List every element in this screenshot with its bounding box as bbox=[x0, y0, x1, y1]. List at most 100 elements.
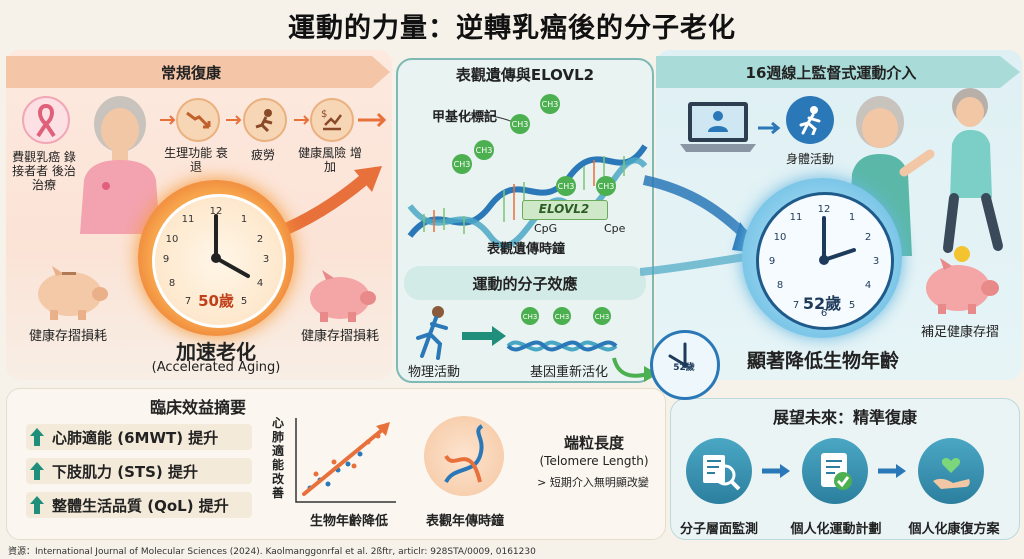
accelerated-aging-subtitle: (Accelerated Aging) bbox=[151, 360, 281, 375]
svg-text:11: 11 bbox=[790, 212, 803, 223]
factor-label-function: 生理功能 衰退 bbox=[164, 146, 228, 174]
benefit-item-cardio: 心肺適能 (6MWT) 提升 bbox=[30, 424, 218, 450]
fatigued-person-icon bbox=[243, 98, 287, 142]
svg-text:3: 3 bbox=[263, 254, 269, 265]
svg-text:CH3: CH3 bbox=[555, 313, 570, 321]
older-woman-figure bbox=[80, 96, 160, 234]
svg-text:$: $ bbox=[321, 109, 327, 120]
elovl2-gene-label: ELOVL2 bbox=[538, 202, 590, 216]
benefit-item-qol: 整體生活品質 (QoL) 提升 bbox=[30, 492, 229, 518]
pink-ribbon-icon bbox=[22, 96, 70, 144]
declining-chart-icon bbox=[176, 98, 220, 142]
svg-text:6: 6 bbox=[821, 308, 827, 319]
physical-activity-label: 物理活動 bbox=[407, 365, 460, 380]
money-risk-icon: $ bbox=[310, 98, 354, 142]
telomere-note: > 短期介入無明顯改變 bbox=[537, 476, 649, 489]
svg-text:11: 11 bbox=[182, 214, 195, 225]
piggy-bank-right-icon bbox=[310, 270, 376, 322]
svg-text:2: 2 bbox=[865, 232, 871, 243]
svg-text:4: 4 bbox=[257, 278, 263, 289]
telomere-title: 端粒長度 bbox=[563, 434, 624, 452]
benefit-text-qol: 整體生活品質 (QoL) 提升 bbox=[52, 496, 229, 515]
svg-text:1: 1 bbox=[849, 212, 855, 223]
running-activity-icon bbox=[786, 96, 834, 144]
effect-banner-label: 運動的分子效應 bbox=[472, 274, 578, 293]
methylation-label: 甲基化標記 bbox=[432, 110, 498, 125]
svg-text:2: 2 bbox=[257, 234, 263, 245]
future-title: 展望未來：精準復康 bbox=[772, 408, 917, 427]
future-arrow-2 bbox=[878, 464, 906, 478]
svg-text:7: 7 bbox=[793, 300, 799, 311]
reactivated-dna-icon: CH3 CH3 CH3 bbox=[506, 307, 618, 352]
svg-text:5: 5 bbox=[241, 296, 247, 307]
trend-x-label: 生物年齡降低 bbox=[309, 514, 388, 529]
trend-y-label: 心肺適能改善 bbox=[272, 416, 285, 500]
benefit-item-strength: 下肢肌力 (STS) 提升 bbox=[30, 458, 198, 484]
teal-right-arrow bbox=[462, 326, 506, 346]
left-banner-label: 常規復康 bbox=[160, 63, 221, 82]
mid-banner-label: 表觀遺傳與ELOVL2 bbox=[455, 65, 595, 84]
right-banner-label: 16週線上監督式運動介入 bbox=[745, 63, 917, 82]
dna-magnifier-icon bbox=[686, 438, 752, 504]
piggy-bank-left-icon bbox=[38, 266, 108, 320]
up-arrow-icon bbox=[30, 496, 44, 514]
telomere-en: (Telomere Length) bbox=[539, 454, 649, 468]
future-arrow-1 bbox=[762, 464, 790, 478]
reduced-clock-age: 52歲 bbox=[802, 294, 842, 313]
piggy-refill-label: 補足健康存摺 bbox=[920, 325, 999, 340]
mini-clock-age: 52歲 bbox=[673, 363, 695, 373]
svg-text:12: 12 bbox=[818, 204, 831, 215]
svg-text:CH3: CH3 bbox=[476, 146, 493, 155]
svg-text:1: 1 bbox=[241, 214, 247, 225]
svg-text:9: 9 bbox=[769, 256, 775, 267]
svg-text:CH3: CH3 bbox=[542, 100, 559, 109]
benefit-text-cardio: 心肺適能 (6MWT) 提升 bbox=[52, 428, 219, 447]
source-citation: 資源：International Journal of Molecular Sc… bbox=[8, 547, 536, 557]
factor-label-risk: 健康風險 增加 bbox=[298, 146, 362, 174]
accelerated-aging-title: 加速老化 bbox=[176, 340, 256, 364]
banner-arrow-left bbox=[6, 56, 390, 88]
dna-clock-label: 表觀年傳時鐘 bbox=[425, 514, 504, 529]
svg-text:8: 8 bbox=[169, 278, 175, 289]
epigenetic-clock-label: 表觀遺傳時鐘 bbox=[486, 242, 565, 257]
banner-arrow-right bbox=[656, 56, 1020, 88]
svg-text:CH3: CH3 bbox=[454, 160, 471, 169]
svg-text:10: 10 bbox=[774, 232, 787, 243]
ch3-markers: CH3 CH3 CH3 CH3 CH3 CH3 bbox=[452, 94, 616, 196]
up-arrow-icon bbox=[30, 428, 44, 446]
factor-arrows bbox=[160, 112, 387, 128]
factor-label-fatigue: 疲勞 bbox=[250, 148, 275, 162]
svg-text:CH3: CH3 bbox=[595, 313, 610, 321]
svg-text:4: 4 bbox=[865, 280, 871, 291]
refilled-piggy-bank-icon bbox=[926, 246, 999, 314]
future-label-monitoring: 分子層面監測 bbox=[679, 522, 758, 537]
dna-clock-icon bbox=[424, 416, 504, 496]
svg-text:CH3: CH3 bbox=[512, 120, 529, 129]
svg-text:8: 8 bbox=[777, 280, 783, 291]
mini-clock-hands bbox=[668, 342, 688, 368]
svg-text:7: 7 bbox=[185, 296, 191, 307]
reduced-age-title: 顯著降低生物年齡 bbox=[746, 350, 899, 372]
trend-scatter-icon bbox=[295, 418, 396, 503]
piggy-left-label: 健康存摺損耗 bbox=[28, 329, 107, 344]
future-label-rehab: 個人化康復方案 bbox=[908, 522, 1000, 537]
laptop-icon bbox=[680, 102, 756, 152]
checklist-icon bbox=[802, 438, 868, 504]
svg-text:CH3: CH3 bbox=[523, 313, 538, 321]
benefit-row-bg-1 bbox=[26, 424, 252, 450]
svg-text:10: 10 bbox=[166, 234, 179, 245]
piggy-right-label: 健康存摺損耗 bbox=[300, 329, 379, 344]
up-arrow-icon bbox=[30, 462, 44, 480]
accelerated-clock-age: 50歲 bbox=[198, 292, 234, 310]
benefit-text-strength: 下肢肌力 (STS) 提升 bbox=[52, 462, 198, 481]
runner-icon bbox=[416, 306, 448, 360]
laptop-arrow bbox=[758, 121, 781, 135]
elovl2-gene-box bbox=[522, 200, 608, 220]
page-title: 運動的力量：逆轉乳癌後的分子老化 bbox=[288, 13, 736, 44]
cpg-left-label: CpG bbox=[534, 222, 558, 235]
clinical-summary-title: 臨床效益摘要 bbox=[149, 398, 246, 417]
benefit-row-bg-3 bbox=[26, 492, 252, 518]
svg-text:5: 5 bbox=[849, 300, 855, 311]
